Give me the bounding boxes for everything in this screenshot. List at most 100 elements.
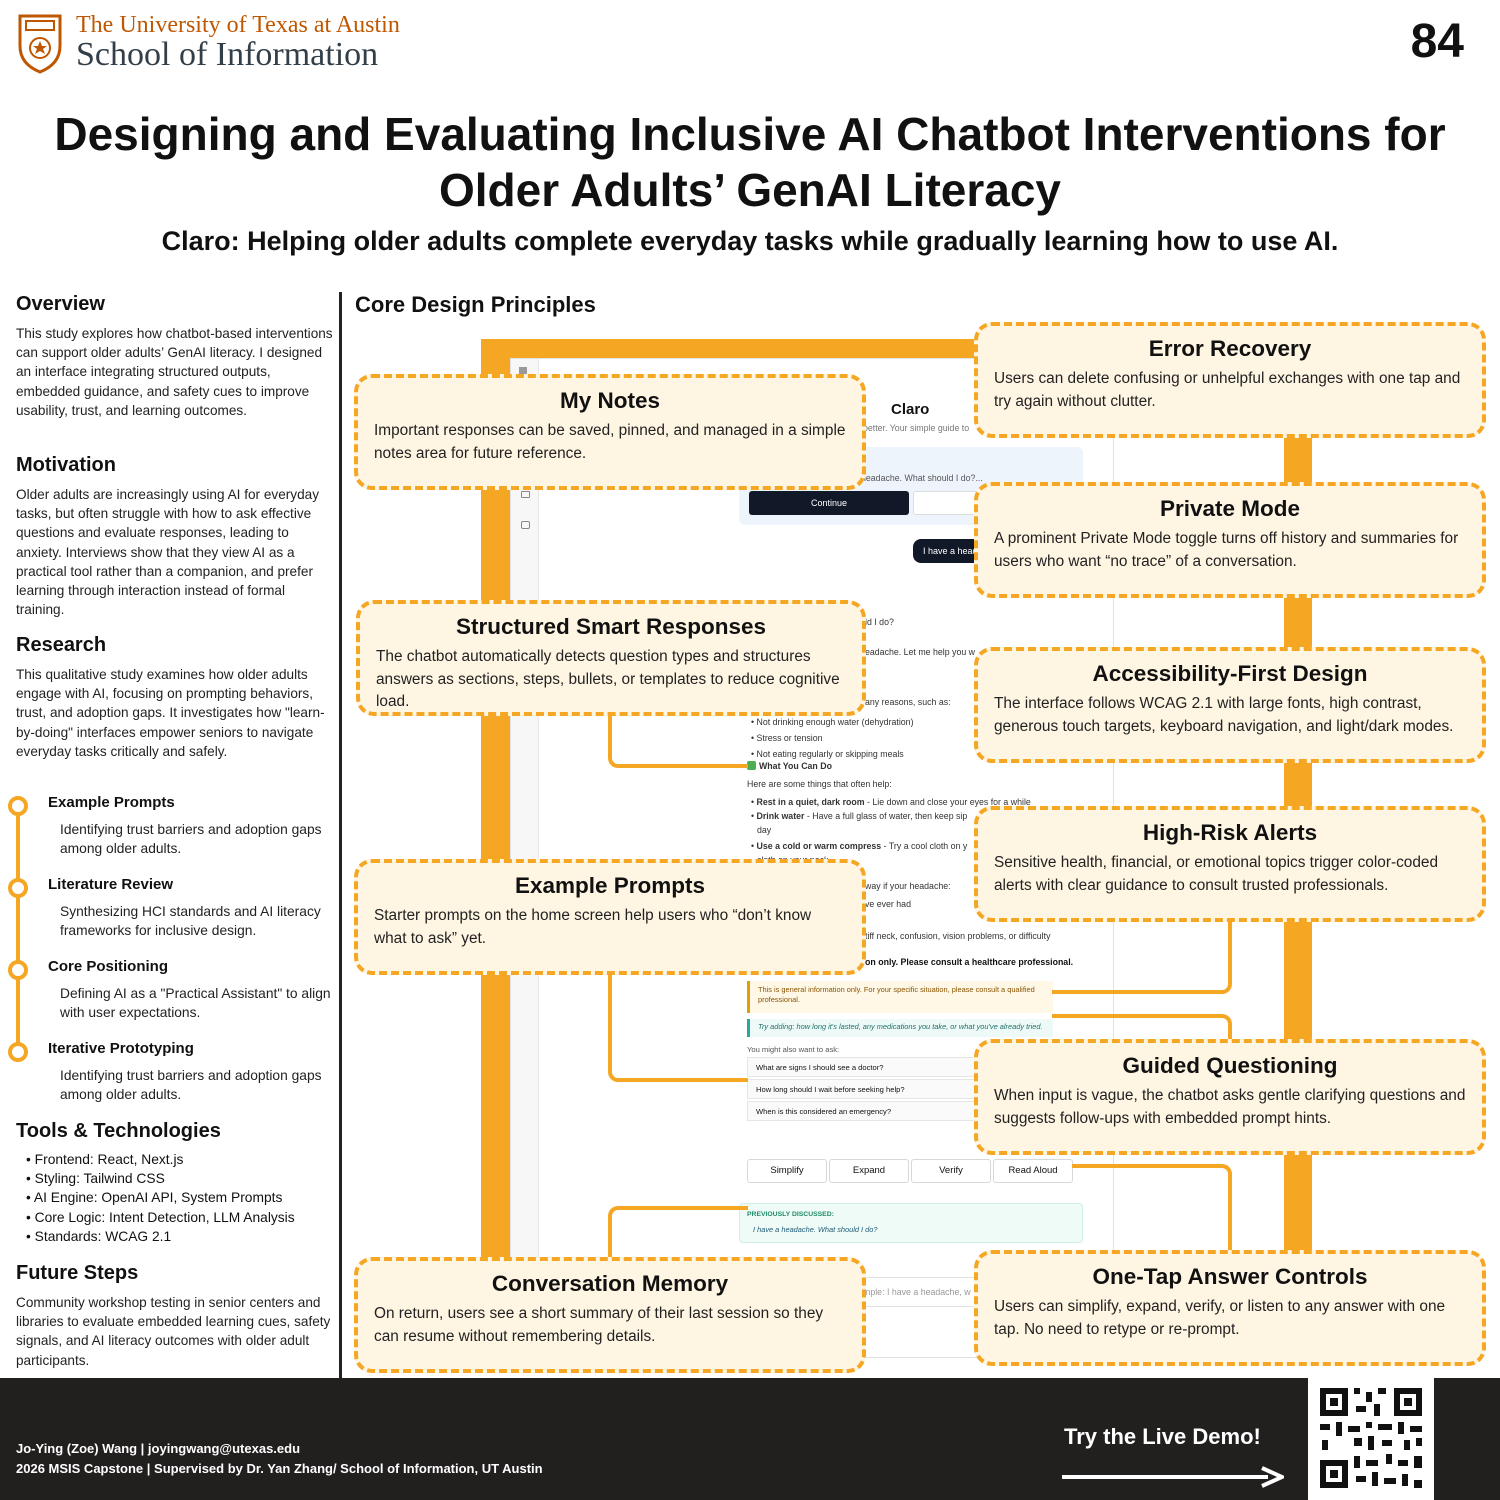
timeline-line: [16, 802, 20, 1050]
university-name: The University of Texas at Austin: [76, 12, 400, 38]
disclaimer-text: on only. Please consult a healthcare pro…: [865, 957, 1074, 967]
timeline-step-text: Defining AI as a "Practical Assistant" t…: [60, 986, 331, 1020]
continue-button[interactable]: Continue: [749, 491, 909, 515]
design-principles-heading: Core Design Principles: [355, 292, 596, 317]
poster-title: Designing and Evaluating Inclusive AI Ch…: [54, 108, 1446, 216]
connector-line: [1052, 1014, 1232, 1044]
follow-up-chip[interactable]: How long should I wait before seeking he…: [747, 1079, 977, 1099]
card-title: Example Prompts: [514, 873, 706, 898]
motivation-text: Older adults are increasingly using AI f…: [16, 487, 319, 618]
ut-seal-icon: [18, 14, 62, 74]
card-title: Accessibility-First Design: [1092, 661, 1368, 686]
live-demo-label[interactable]: Try the Live Demo!: [1064, 1424, 1261, 1449]
research-text: This qualitative study examines how olde…: [16, 667, 325, 759]
card-accessibility-first-design: Accessibility-First Design The interface…: [974, 647, 1486, 763]
frame-band-left: [481, 339, 511, 1359]
list-item: Core Logic: Intent Detection, LLM Analys…: [26, 1208, 295, 1227]
footer-bar: [0, 1378, 1500, 1500]
card-error-recovery: Error Recovery Users can delete confusin…: [974, 322, 1486, 438]
list-item: • Use a cold or warm compress - Try a co…: [751, 841, 968, 851]
read-aloud-button[interactable]: Read Aloud: [993, 1159, 1073, 1183]
research-heading: Research: [16, 634, 107, 656]
menu-icon: [519, 367, 527, 375]
timeline-dot: [8, 1042, 28, 1062]
checkmark-icon: [747, 761, 756, 770]
verify-button[interactable]: Verify: [911, 1159, 991, 1183]
expand-button[interactable]: Expand: [829, 1159, 909, 1183]
card-title: Conversation Memory: [491, 1271, 729, 1296]
previously-discussed-item[interactable]: I have a headache. What should I do?: [753, 1225, 878, 1234]
future-text: Community workshop testing in senior cen…: [16, 1295, 331, 1368]
card-guided-questioning: Guided Questioning When input is vague, …: [974, 1039, 1486, 1155]
connector-line: [1072, 1164, 1232, 1254]
list-item: • Rest in a quiet, dark room - Lie down …: [751, 797, 1031, 807]
folder-icon: [521, 491, 530, 498]
card-my-notes: My Notes Important responses can be save…: [354, 374, 866, 490]
card-text: When input is vague, the chatbot asks ge…: [994, 1087, 1466, 1127]
frame-band-top: [481, 339, 1081, 361]
list-item: day: [757, 825, 772, 835]
timeline-dot: [8, 960, 28, 980]
card-text: The chatbot automatically detects questi…: [376, 648, 840, 710]
school-name: School of Information: [76, 36, 379, 73]
poster-subtitle: Claro: Helping older adults complete eve…: [161, 226, 1339, 256]
what-you-can-do-heading: What You Can Do: [747, 761, 832, 771]
card-text: Starter prompts on the home screen help …: [374, 907, 812, 947]
card-text: A prominent Private Mode toggle turns of…: [994, 530, 1459, 570]
help-intro: Here are some things that often help:: [747, 779, 892, 789]
follow-up-chip[interactable]: What are signs I should see a doctor?: [747, 1057, 977, 1077]
timeline-step-text: Identifying trust barriers and adoption …: [60, 822, 322, 856]
future-heading: Future Steps: [16, 1262, 139, 1284]
answer-reasons: any reasons, such as:: [865, 697, 951, 707]
motivation-heading: Motivation: [16, 454, 116, 476]
follow-up-label: You might also want to ask:: [747, 1045, 840, 1054]
health-alert: This is general information only. For yo…: [747, 981, 1053, 1013]
overview-text: This study explores how chatbot-based in…: [16, 326, 333, 418]
card-text: Users can delete confusing or unhelpful …: [994, 370, 1461, 410]
connector-line: [608, 1206, 748, 1260]
timeline-step-text: Identifying trust barriers and adoption …: [60, 1068, 322, 1102]
simplify-button[interactable]: Simplify: [747, 1159, 827, 1183]
list-item: AI Engine: OpenAI API, System Prompts: [26, 1188, 295, 1207]
timeline-step-title: Iterative Prototyping: [48, 1040, 194, 1057]
timeline-dot: [8, 878, 28, 898]
connector-line: [608, 712, 748, 768]
qr-code-icon[interactable]: [1308, 1378, 1434, 1500]
arrow-right-icon: [1062, 1466, 1284, 1488]
chat-icon: [521, 521, 530, 529]
list-item: Standards: WCAG 2.1: [26, 1227, 295, 1246]
card-text: The interface follows WCAG 2.1 with larg…: [994, 695, 1454, 735]
list-item: • Drink water - Have a full glass of wat…: [751, 811, 968, 821]
program-info: 2026 MSIS Capstone | Supervised by Dr. Y…: [16, 1461, 543, 1476]
list-item: • Stress or tension: [751, 733, 823, 743]
warning-item: ve ever had: [865, 899, 911, 909]
card-title: One-Tap Answer Controls: [1092, 1264, 1368, 1289]
tools-list: Frontend: React, Next.js Styling: Tailwi…: [26, 1150, 295, 1246]
list-item: • Not eating regularly or skipping meals: [751, 749, 904, 759]
card-title: High-Risk Alerts: [1142, 820, 1318, 845]
previously-discussed-panel: [739, 1203, 1083, 1243]
author-info: Jo-Ying (Zoe) Wang | joyingwang@utexas.e…: [16, 1441, 301, 1456]
card-title: Private Mode: [1159, 496, 1301, 521]
card-text: Users can simplify, expand, verify, or l…: [994, 1298, 1446, 1338]
prompt-hint: Try adding: how long it's lasted, any me…: [747, 1019, 1053, 1037]
timeline-step-title: Example Prompts: [48, 794, 175, 811]
connector-line: [1052, 918, 1232, 994]
card-high-risk-alerts: High-Risk Alerts Sensitive health, finan…: [974, 806, 1486, 922]
answer-intro: eadache. Let me help you w: [865, 647, 976, 657]
card-title: Error Recovery: [1148, 336, 1312, 361]
list-item: • Not drinking enough water (dehydration…: [751, 717, 914, 727]
card-private-mode: Private Mode A prominent Private Mode to…: [974, 482, 1486, 598]
poster-number: 84: [1410, 15, 1464, 68]
card-text: On return, users see a short summary of …: [374, 1305, 824, 1345]
card-example-prompts: Example Prompts Starter prompts on the h…: [354, 859, 866, 975]
previously-discussed-label: PREVIOUSLY DISCUSSED:: [747, 1211, 834, 1218]
follow-up-chip[interactable]: When is this considered an emergency?: [747, 1101, 977, 1121]
card-title: Guided Questioning: [1122, 1053, 1338, 1078]
card-title: Structured Smart Responses: [455, 614, 767, 639]
card-one-tap-answer-controls: One-Tap Answer Controls Users can simpli…: [974, 1250, 1486, 1366]
overview-heading: Overview: [16, 293, 105, 315]
chat-input-placeholder: mple: I have a headache, w: [863, 1287, 971, 1297]
app-name: Claro: [891, 401, 930, 418]
timeline-dot: [8, 796, 28, 816]
